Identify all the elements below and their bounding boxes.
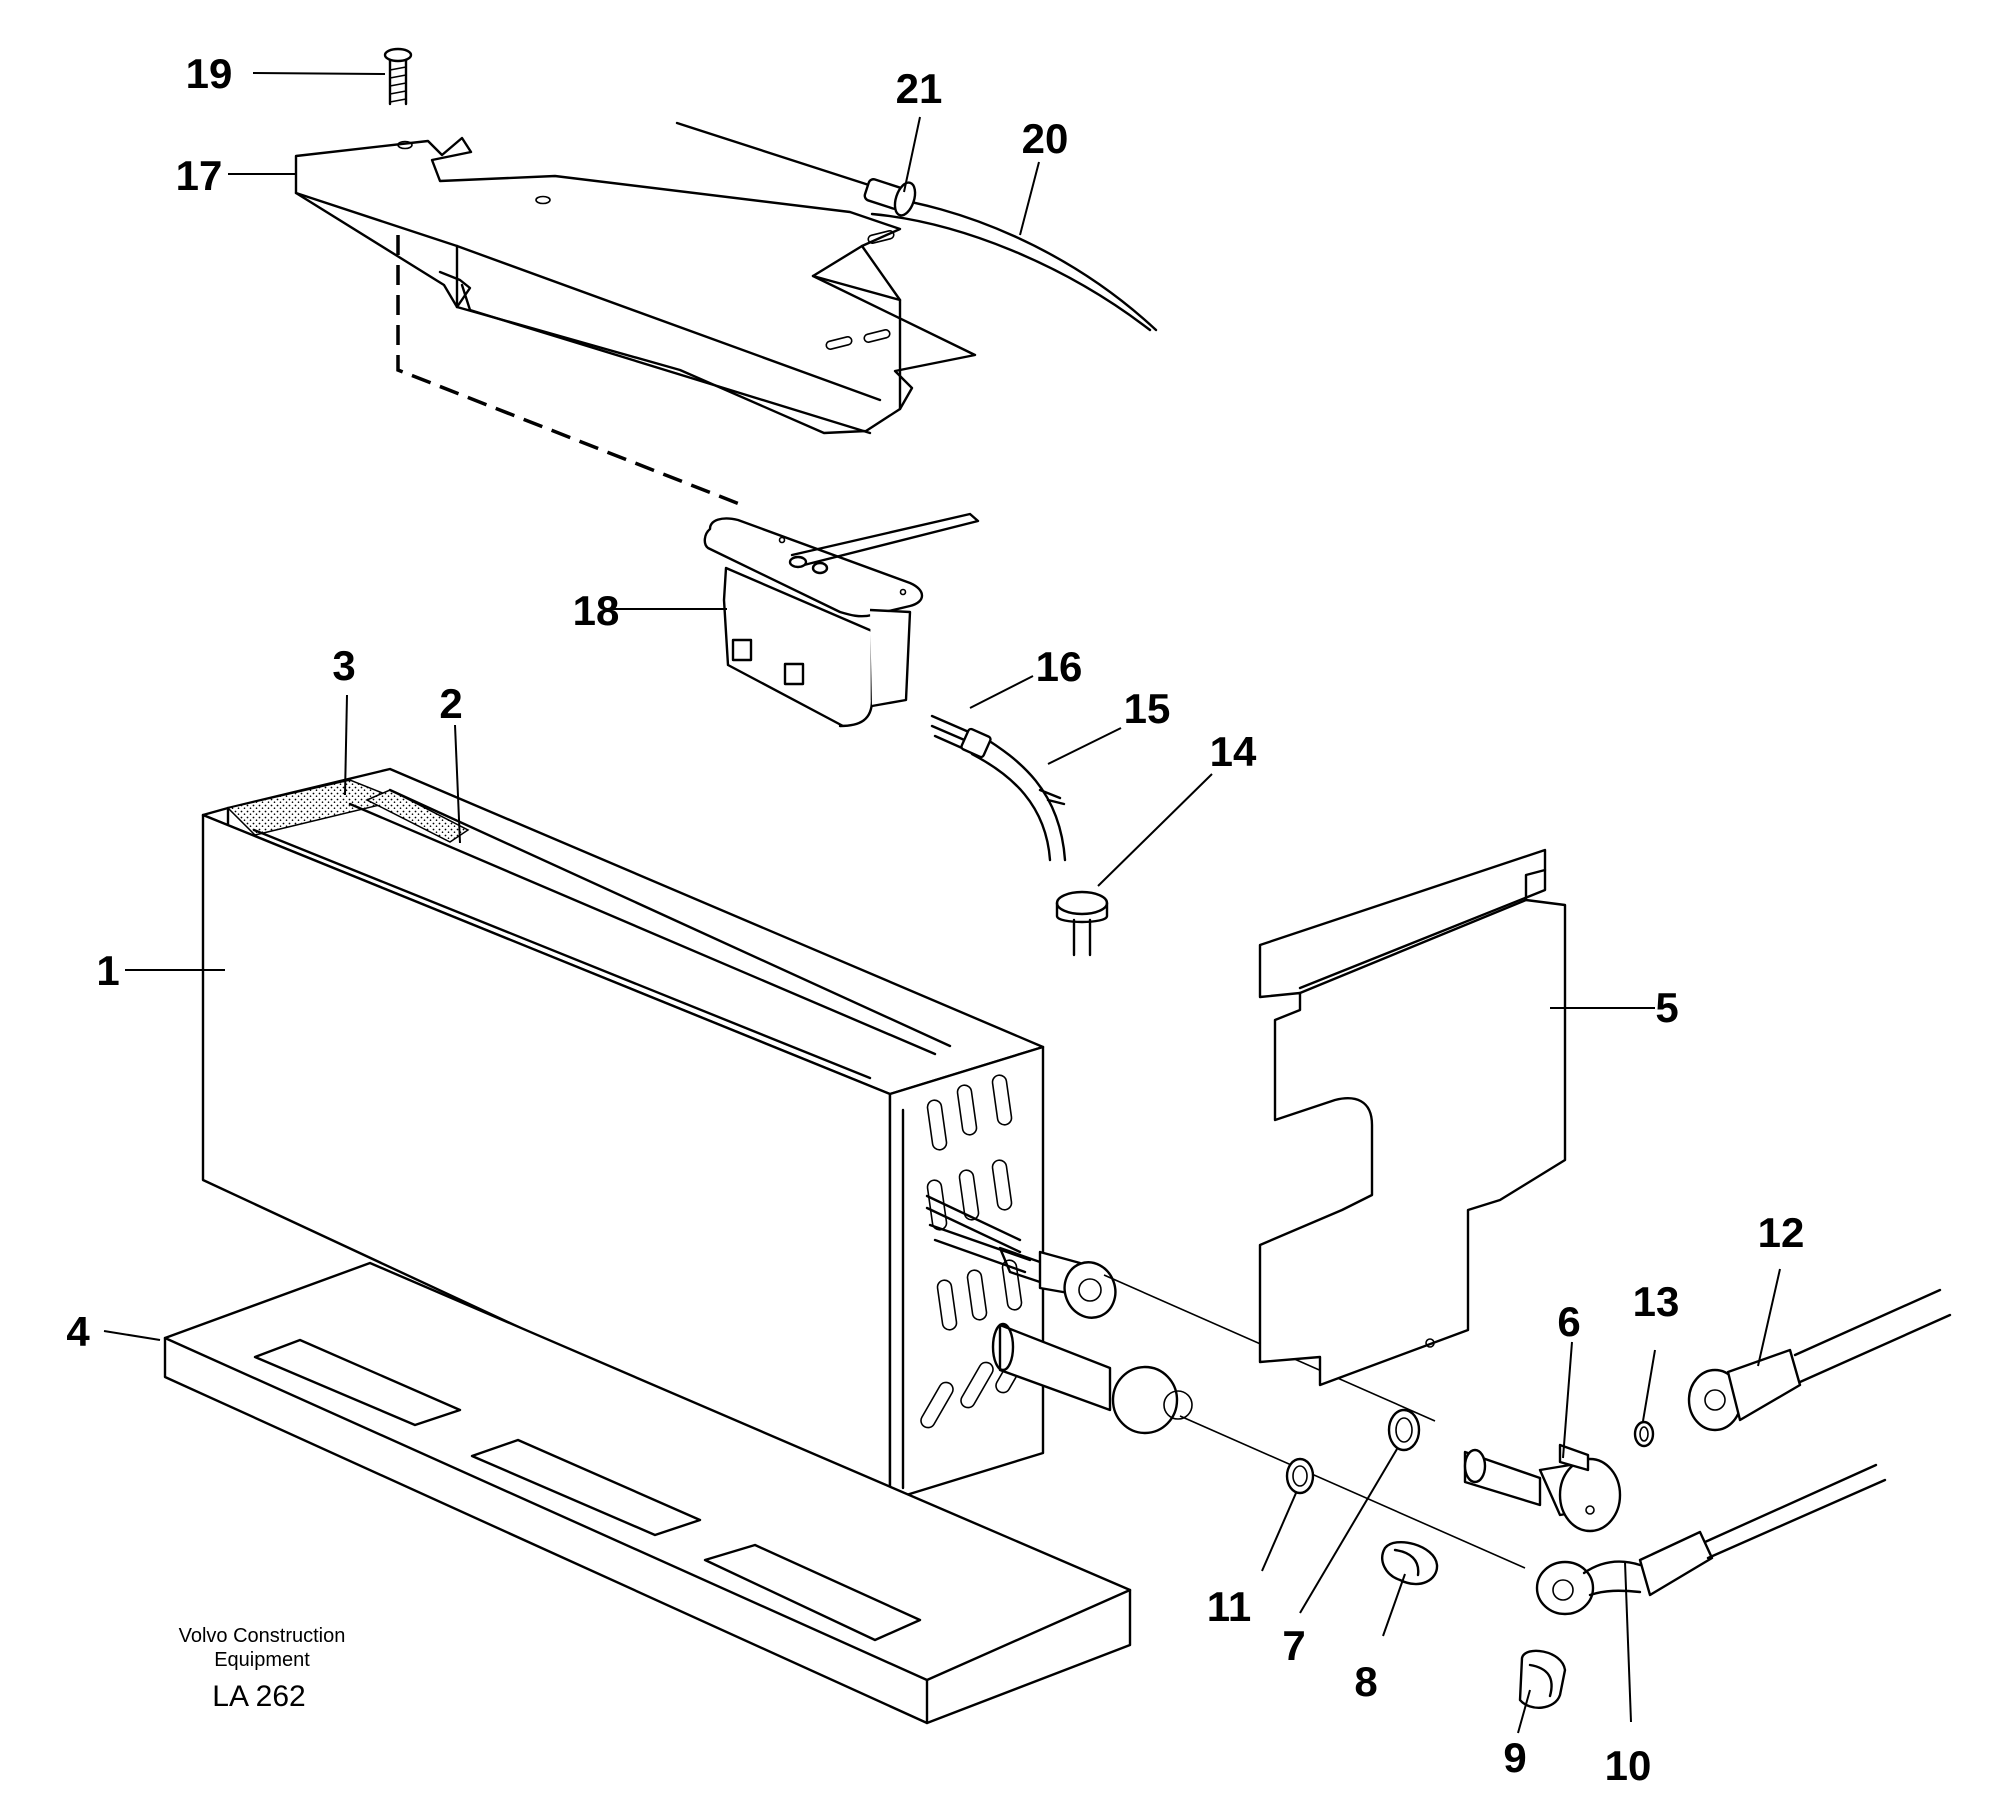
callout-9: 9 bbox=[1503, 1734, 1526, 1781]
callout-1: 1 bbox=[96, 947, 119, 994]
callout-12: 12 bbox=[1758, 1209, 1805, 1256]
capillary-cable bbox=[675, 121, 1158, 332]
seal-washers bbox=[1285, 1408, 1655, 1495]
hose-elbow bbox=[1535, 1463, 1887, 1616]
callout-8: 8 bbox=[1354, 1658, 1377, 1705]
thermostat bbox=[703, 512, 980, 728]
callout-15: 15 bbox=[1124, 685, 1171, 732]
hose-clamps bbox=[1381, 1540, 1567, 1709]
callout-21: 21 bbox=[896, 65, 943, 112]
callout-10: 10 bbox=[1605, 1742, 1652, 1789]
callout-18: 18 bbox=[573, 587, 620, 634]
screw bbox=[383, 47, 413, 106]
pipe-connections bbox=[991, 1246, 1526, 1569]
callout-3: 3 bbox=[332, 642, 355, 689]
base-plate bbox=[163, 1261, 1132, 1725]
callout-numbers: 1 2 3 4 5 6 7 8 9 10 11 12 13 14 15 16 1… bbox=[66, 50, 1804, 1789]
callout-16: 16 bbox=[1036, 643, 1083, 690]
callout-7: 7 bbox=[1282, 1622, 1305, 1669]
callout-6: 6 bbox=[1557, 1298, 1580, 1345]
valve bbox=[1463, 1443, 1622, 1533]
credit-line-1: Volvo Construction bbox=[179, 1625, 346, 1647]
callout-13: 13 bbox=[1633, 1278, 1680, 1325]
callout-11: 11 bbox=[1207, 1583, 1251, 1630]
callout-5: 5 bbox=[1655, 984, 1678, 1031]
callout-14: 14 bbox=[1210, 728, 1257, 775]
callout-20: 20 bbox=[1022, 115, 1069, 162]
drawing-code: LA 262 bbox=[212, 1680, 305, 1713]
callout-leaders bbox=[103, 72, 1781, 1734]
callout-2: 2 bbox=[439, 680, 462, 727]
hose-nut bbox=[1687, 1288, 1952, 1432]
callout-17: 17 bbox=[176, 152, 223, 199]
callout-19: 19 bbox=[186, 50, 233, 97]
mounting-bracket bbox=[294, 136, 977, 507]
cover-plate bbox=[1258, 848, 1567, 1387]
credit-block: Volvo Construction Equipment LA 262 bbox=[179, 1625, 346, 1713]
callout-4: 4 bbox=[66, 1308, 90, 1355]
wire-grommet-hose bbox=[930, 714, 1109, 957]
credit-line-2: Equipment bbox=[214, 1649, 310, 1671]
